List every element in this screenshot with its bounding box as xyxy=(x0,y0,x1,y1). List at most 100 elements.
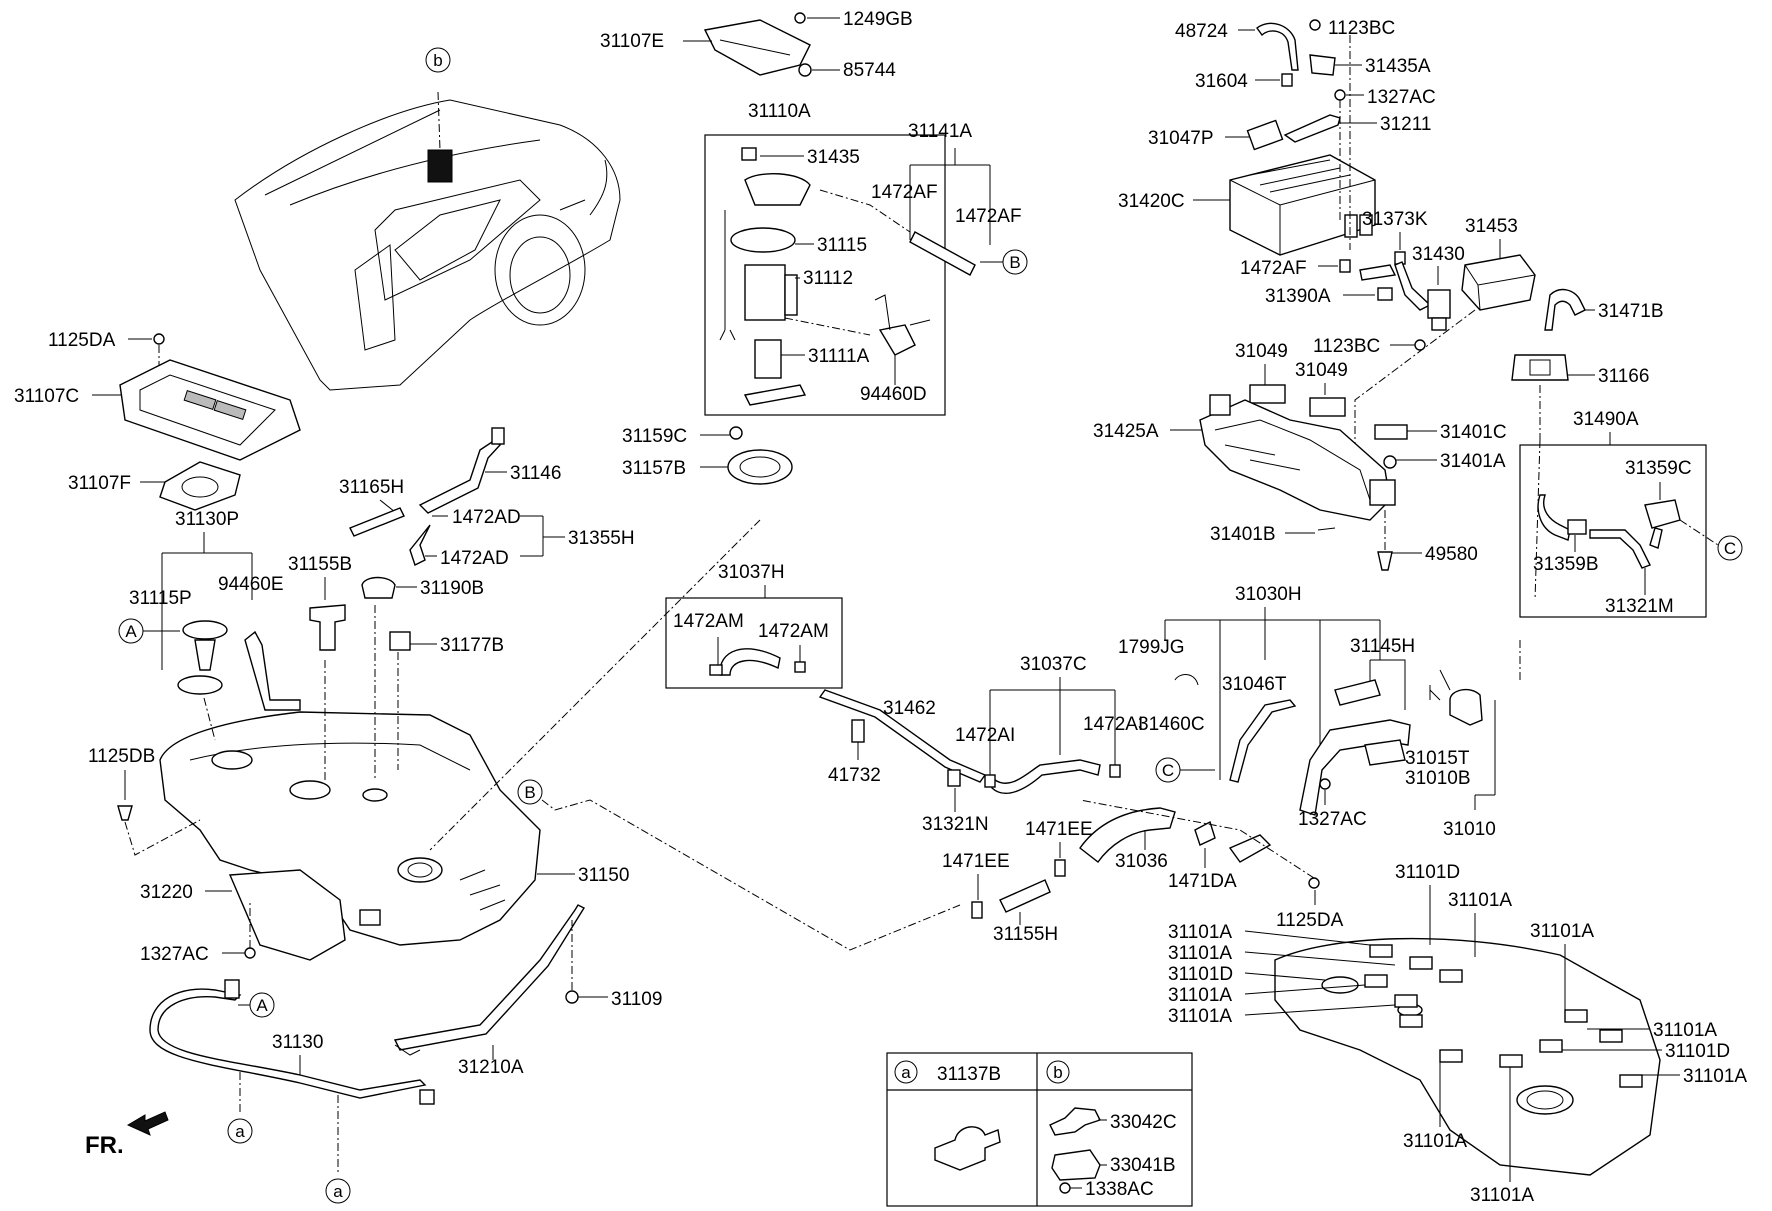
label-31046T: 31046T xyxy=(1222,674,1287,695)
filler-hose-31036 xyxy=(1079,807,1176,864)
sender-94460D xyxy=(878,324,916,356)
label-31101A-b: 31101A xyxy=(1530,921,1594,942)
label-31101D-a: 31101D xyxy=(1395,862,1460,883)
clip-31137B xyxy=(934,1126,1001,1171)
fuel-pump-group-box xyxy=(704,134,946,416)
label-31359B: 31359B xyxy=(1533,554,1599,575)
label-31321N: 31321N xyxy=(922,814,989,835)
label-31453: 31453 xyxy=(1465,216,1518,237)
label-1472AI-b: 1472AI xyxy=(1083,714,1143,735)
label-31107C: 31107C xyxy=(14,386,79,407)
hose-group-31037H-box xyxy=(665,597,843,689)
label-31101A-g: 31101A xyxy=(1653,1020,1717,1041)
callout-a-left: a xyxy=(235,1122,245,1141)
label-1471EE-b: 1471EE xyxy=(942,851,1010,872)
label-33041B: 33041B xyxy=(1110,1155,1176,1176)
label-31037H: 31037H xyxy=(718,562,785,583)
label-1123BC-a: 1123BC xyxy=(1328,18,1395,39)
label-31401B: 31401B xyxy=(1210,524,1276,545)
vehicle-outline xyxy=(234,99,621,391)
valve-31430 xyxy=(1427,289,1451,319)
label-31321M: 31321M xyxy=(1605,596,1674,617)
label-31177B: 31177B xyxy=(440,635,504,656)
bracket-33042C xyxy=(1049,1107,1101,1136)
callout-B-lower: B xyxy=(524,783,535,802)
label-1472AI-a: 1472AI xyxy=(955,725,1015,746)
label-1472AF-c: 1472AF xyxy=(1240,258,1307,279)
filler-neck-31145H xyxy=(1299,719,1411,816)
callout-C-canister: C xyxy=(1724,539,1736,558)
label-1472AF-b: 1472AF xyxy=(955,206,1022,227)
sender-arm-94460E xyxy=(244,630,301,711)
callout-a-bottom: a xyxy=(333,1182,343,1201)
label-31110A: 31110A xyxy=(748,101,811,122)
hose-31155H xyxy=(999,879,1051,913)
label-31109: 31109 xyxy=(611,989,662,1010)
seal-ring-31115 xyxy=(730,227,796,253)
pump-module-31112 xyxy=(744,264,786,321)
front-direction-label: FR. xyxy=(85,1132,124,1159)
callout-b: b xyxy=(433,51,442,70)
filler-bracket-31107E xyxy=(703,19,811,76)
heat-shield-31220 xyxy=(228,869,346,961)
label-31101D-c: 31101D xyxy=(1665,1041,1730,1062)
label-31460C: 31460C xyxy=(1138,714,1205,735)
label-31101A-e: 31101A xyxy=(1168,985,1232,1006)
gasket-31157B xyxy=(727,449,793,485)
legend-b-circle: b xyxy=(1053,1063,1062,1082)
label-31355H: 31355H xyxy=(568,528,635,549)
label-31141A: 31141A xyxy=(908,121,972,142)
label-31115: 31115 xyxy=(817,235,867,256)
label-94460D: 94460D xyxy=(860,384,927,405)
bracket-31166 xyxy=(1511,354,1569,381)
label-31047P: 31047P xyxy=(1148,128,1214,149)
canister-31420C xyxy=(1229,154,1376,256)
wiring-harness-31130 xyxy=(149,988,427,1099)
label-31462: 31462 xyxy=(883,698,936,719)
pump-top-flange xyxy=(744,172,811,206)
label-31220: 31220 xyxy=(140,882,193,903)
callout-B-upper: B xyxy=(1009,253,1020,272)
label-31111A: 31111A xyxy=(808,346,870,367)
filler-cap-31010B xyxy=(1449,688,1483,726)
label-1472AM-b: 1472AM xyxy=(758,621,829,642)
fuel-tank-31150 xyxy=(159,711,541,946)
label-1472AD-b: 1472AD xyxy=(440,548,509,569)
label-31036: 31036 xyxy=(1115,851,1168,872)
label-1125DA-a: 1125DA xyxy=(48,330,116,351)
label-31130: 31130 xyxy=(272,1032,323,1053)
label-31030H: 31030H xyxy=(1235,584,1302,605)
vent-tube-31046T xyxy=(1229,699,1297,783)
hose-31373K xyxy=(1394,261,1432,311)
seal-ring-31115P xyxy=(177,675,223,695)
legend-a-circle: a xyxy=(901,1063,911,1082)
label-31112: 31112 xyxy=(803,268,853,289)
label-31420C: 31420C xyxy=(1118,191,1185,212)
label-1472AD-a: 1472AD xyxy=(452,507,521,528)
label-31490A: 31490A xyxy=(1573,409,1639,430)
label-31155H: 31155H xyxy=(993,924,1058,945)
tank-heat-shield-assembly xyxy=(1274,937,1661,1176)
label-31150: 31150 xyxy=(578,865,629,886)
label-31107F: 31107F xyxy=(68,473,131,494)
cover-plate-31107F xyxy=(159,461,241,511)
label-31373K: 31373K xyxy=(1362,209,1428,230)
label-plate-31047P xyxy=(1246,119,1284,151)
label-94460E: 94460E xyxy=(218,574,284,595)
module-b-location-marker xyxy=(427,149,453,183)
hose-31359B xyxy=(1537,494,1571,541)
filter-31155B xyxy=(309,604,346,651)
label-48724: 48724 xyxy=(1175,21,1228,42)
callout-A-left: A xyxy=(125,622,137,641)
label-85744: 85744 xyxy=(843,60,896,81)
pump-flange-31130P xyxy=(182,620,228,640)
filter-31453 xyxy=(1461,254,1536,311)
hose-31321M xyxy=(1589,529,1651,569)
label-31430: 31430 xyxy=(1412,244,1465,265)
label-1799JG: 1799JG xyxy=(1118,637,1185,658)
label-31010B: 31010B xyxy=(1405,768,1471,789)
label-31166: 31166 xyxy=(1598,366,1649,387)
label-31157B: 31157B xyxy=(622,458,686,479)
label-1472AF-a: 1472AF xyxy=(871,182,938,203)
